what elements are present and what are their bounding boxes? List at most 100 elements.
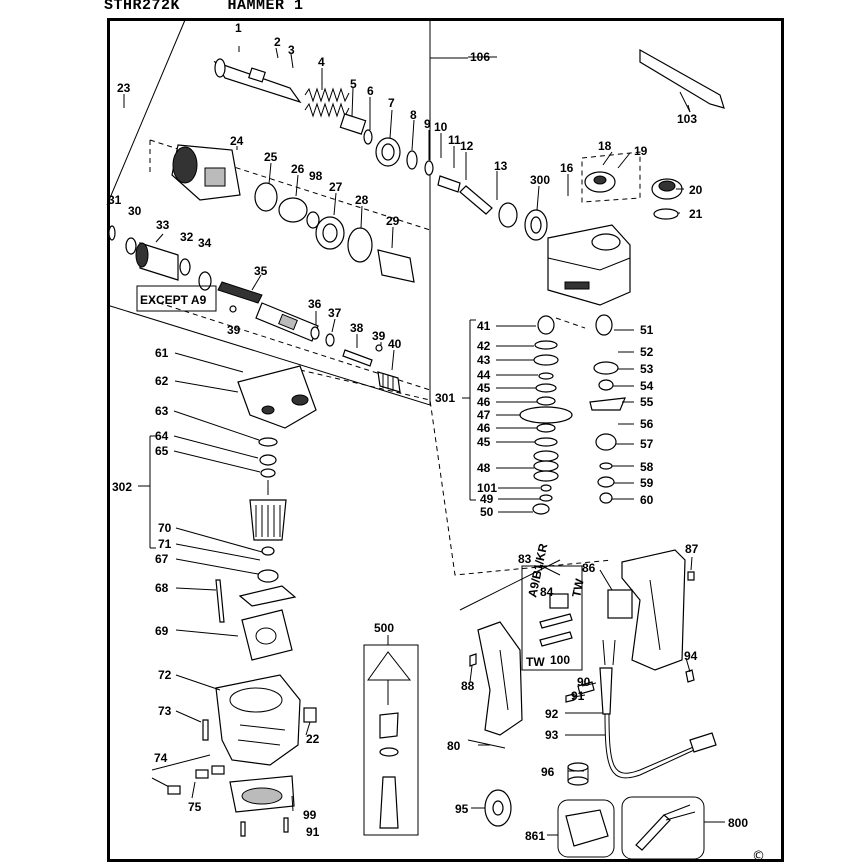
callout-39-b: 39 xyxy=(227,323,241,337)
ring-37-part xyxy=(325,333,335,347)
callout-21: 21 xyxy=(689,207,703,221)
model-number: STHR272K xyxy=(104,0,181,14)
callout-5: 5 xyxy=(350,77,357,91)
gearbox-housing-part xyxy=(547,224,631,306)
callout-83: 83 xyxy=(518,552,532,566)
callout-94: 94 xyxy=(684,649,698,663)
ring-32-part xyxy=(179,258,191,276)
callout-44: 44 xyxy=(477,368,491,382)
callout-800: 800 xyxy=(728,816,748,830)
side-handle-bracket xyxy=(639,48,725,109)
switch-knob-group xyxy=(581,151,641,203)
callout-98: 98 xyxy=(309,169,323,183)
cord-clamp-90 xyxy=(577,681,595,695)
callout-51: 51 xyxy=(640,323,654,337)
armature-302 xyxy=(138,435,287,556)
callout-43: 43 xyxy=(477,353,491,367)
callout-6: 6 xyxy=(367,84,374,98)
callout-100: 100 xyxy=(550,653,570,667)
callout-40: 40 xyxy=(388,337,402,351)
callout-24: 24 xyxy=(230,134,244,148)
ball-39-part xyxy=(229,305,237,313)
chuck-assembly-inset xyxy=(106,19,548,406)
ring-part xyxy=(363,129,373,145)
callout-3: 3 xyxy=(288,43,295,57)
option-box-a9 xyxy=(521,565,583,671)
washer-63-part xyxy=(258,437,278,447)
copyright-mark: © xyxy=(752,849,765,864)
bearing-67-part xyxy=(257,569,279,583)
callout-41: 41 xyxy=(477,319,491,333)
callout-49: 49 xyxy=(480,492,494,506)
callout-45-a: 45 xyxy=(477,381,491,395)
callout-46-a: 46 xyxy=(477,395,491,409)
accessory-800 xyxy=(621,796,705,860)
callout-38: 38 xyxy=(350,321,364,335)
plug-part xyxy=(689,732,717,753)
except-a9-box xyxy=(136,285,217,312)
motor-housing-part xyxy=(215,674,301,766)
except-a9-label: EXCEPT A9 xyxy=(140,293,207,307)
callout-37: 37 xyxy=(328,306,342,320)
bearing-300-part xyxy=(524,209,548,241)
callout-75: 75 xyxy=(188,800,202,814)
piston-part xyxy=(377,371,401,393)
callout-58: 58 xyxy=(640,460,654,474)
callout-65: 65 xyxy=(155,444,169,458)
gear-stack-301 xyxy=(462,315,586,515)
callout-80: 80 xyxy=(447,739,461,753)
callout-47: 47 xyxy=(477,408,491,422)
callout-50: 50 xyxy=(480,505,494,519)
callout-69: 69 xyxy=(155,624,169,638)
callout-300: 300 xyxy=(530,173,550,187)
switch-86-part xyxy=(607,589,633,619)
callout-53: 53 xyxy=(640,362,654,376)
ring-26-part xyxy=(278,197,308,223)
callout-52: 52 xyxy=(640,345,654,359)
spring-part xyxy=(304,87,350,118)
callout-7: 7 xyxy=(388,96,395,110)
lever-part xyxy=(459,185,493,215)
callout-56: 56 xyxy=(640,417,654,431)
callout-11: 11 xyxy=(448,133,461,147)
callout-9: 9 xyxy=(424,117,431,131)
callout-numbers: 1 2 3 4 5 6 7 8 9 10 11 12 13 300 16 18 … xyxy=(108,21,748,843)
screw-91b-part xyxy=(565,693,575,703)
callout-16: 16 xyxy=(560,161,574,175)
handle-half-left xyxy=(477,621,523,736)
callout-22: 22 xyxy=(306,732,320,746)
callout-57: 57 xyxy=(640,437,654,451)
callout-90: 90 xyxy=(577,675,591,689)
callout-95: 95 xyxy=(455,802,469,816)
stator-part xyxy=(241,609,293,661)
ring-98-part xyxy=(306,211,320,229)
tw-label-bottom: TW xyxy=(526,655,545,669)
callout-13: 13 xyxy=(494,159,508,173)
callout-60: 60 xyxy=(640,493,654,507)
callout-26: 26 xyxy=(291,162,305,176)
belt-pulley-95 xyxy=(484,789,512,827)
callout-36: 36 xyxy=(308,297,322,311)
screw-91-part xyxy=(283,817,289,833)
bearing-part xyxy=(375,137,401,167)
leader-lines xyxy=(123,46,725,836)
callout-39-a: 39 xyxy=(372,329,386,343)
label-22-part xyxy=(303,707,317,723)
screw-88-part xyxy=(469,653,477,667)
callout-8: 8 xyxy=(410,108,417,122)
callout-84: 84 xyxy=(540,585,554,599)
ring-28-part xyxy=(347,227,373,263)
callout-55: 55 xyxy=(640,395,654,409)
callout-73: 73 xyxy=(158,704,172,718)
callout-20: 20 xyxy=(689,183,703,197)
chuck-body-part xyxy=(171,144,241,201)
callout-59: 59 xyxy=(640,476,654,490)
callout-19: 19 xyxy=(634,144,648,158)
callout-25: 25 xyxy=(264,150,278,164)
ball-39b-part xyxy=(375,344,383,352)
sleeve-29-part xyxy=(377,249,415,283)
callout-54: 54 xyxy=(640,379,654,393)
spindle-part xyxy=(213,58,302,104)
tw-label-top: TW xyxy=(569,577,587,599)
